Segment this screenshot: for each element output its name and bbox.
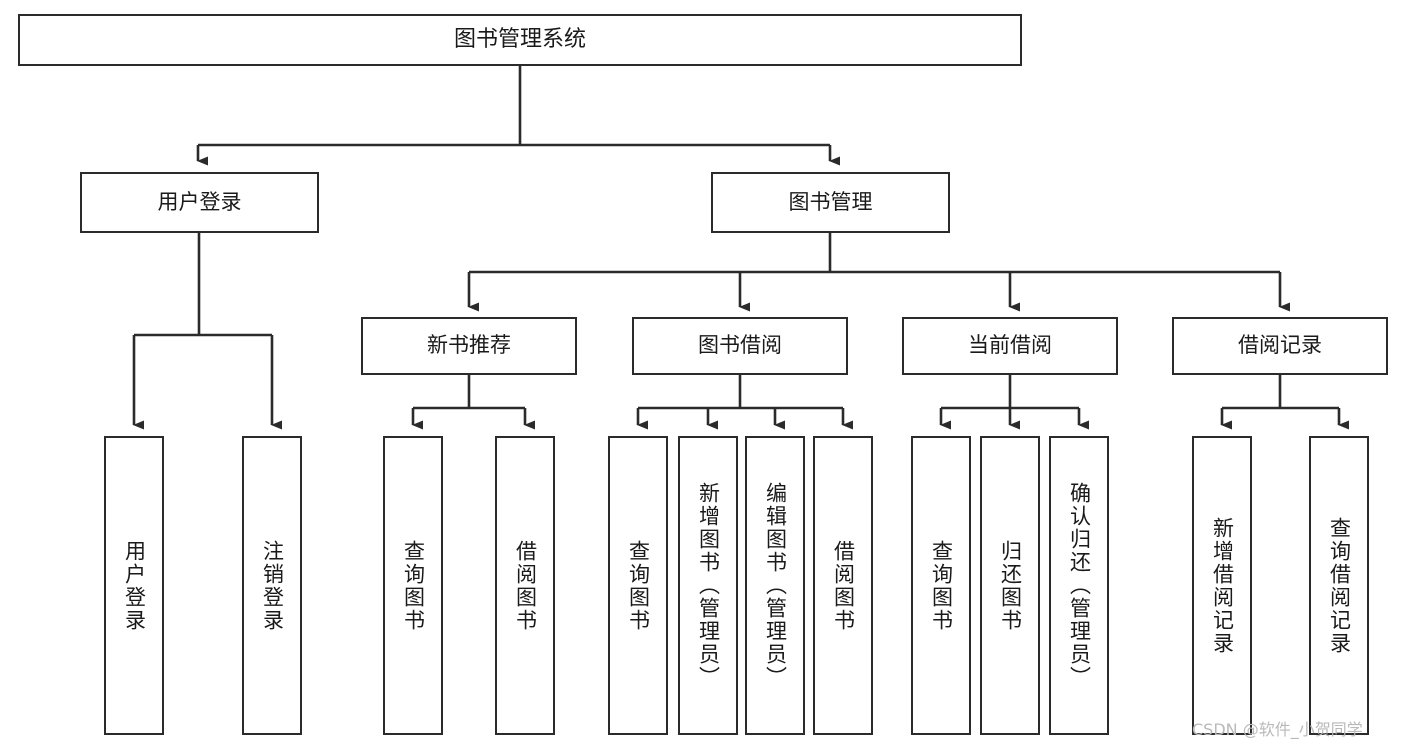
node-current-borrow[interactable]: 当前借阅 (902, 317, 1118, 375)
leaf-edit-book-admin[interactable]: 编辑图书（管理员） (745, 436, 805, 735)
node-label: 新增图书（管理员） (696, 482, 721, 689)
node-label: 当前借阅 (968, 333, 1052, 358)
node-label: 新书推荐 (427, 333, 511, 358)
node-book-borrow[interactable]: 图书借阅 (632, 317, 848, 375)
leaf-query-book-recommend[interactable]: 查询图书 (383, 436, 443, 735)
node-label: 注销登录 (260, 539, 285, 632)
leaf-confirm-return-admin[interactable]: 确认归还（管理员） (1049, 436, 1109, 735)
node-label: 查询图书 (929, 539, 954, 632)
leaf-borrow-book[interactable]: 借阅图书 (813, 436, 873, 735)
leaf-query-book-borrow[interactable]: 查询图书 (608, 436, 668, 735)
node-label: 查询借阅记录 (1327, 516, 1352, 655)
node-label: 借阅图书 (513, 539, 538, 632)
node-label: 用户登录 (157, 189, 242, 214)
leaf-return-book[interactable]: 归还图书 (980, 436, 1040, 735)
node-book-management[interactable]: 图书管理 (711, 172, 950, 233)
node-borrow-record[interactable]: 借阅记录 (1172, 317, 1388, 375)
leaf-user-login[interactable]: 用户登录 (104, 436, 164, 735)
node-label: 归还图书 (998, 539, 1023, 632)
leaf-borrow-book-recommend[interactable]: 借阅图书 (495, 436, 555, 735)
node-label: 查询图书 (626, 539, 651, 632)
node-new-book-recommend[interactable]: 新书推荐 (361, 317, 577, 375)
leaf-query-book-current[interactable]: 查询图书 (911, 436, 971, 735)
node-label: 查询图书 (401, 539, 426, 632)
node-label: 图书管理系统 (453, 26, 586, 52)
node-label: 编辑图书（管理员） (763, 482, 788, 689)
node-label: 借阅记录 (1238, 333, 1322, 358)
node-label: 图书管理 (788, 189, 873, 214)
node-user-login[interactable]: 用户登录 (80, 172, 319, 233)
node-root-system[interactable]: 图书管理系统 (18, 14, 1022, 66)
node-label: 图书借阅 (698, 333, 782, 358)
leaf-query-borrow-record[interactable]: 查询借阅记录 (1309, 436, 1369, 735)
node-label: 用户登录 (122, 539, 147, 632)
node-label: 新增借阅记录 (1210, 516, 1235, 655)
node-label: 确认归还（管理员） (1067, 482, 1092, 689)
leaf-add-borrow-record[interactable]: 新增借阅记录 (1192, 436, 1252, 735)
leaf-add-book-admin[interactable]: 新增图书（管理员） (678, 436, 738, 735)
node-label: 借阅图书 (831, 539, 856, 632)
leaf-logout-login[interactable]: 注销登录 (242, 436, 302, 735)
